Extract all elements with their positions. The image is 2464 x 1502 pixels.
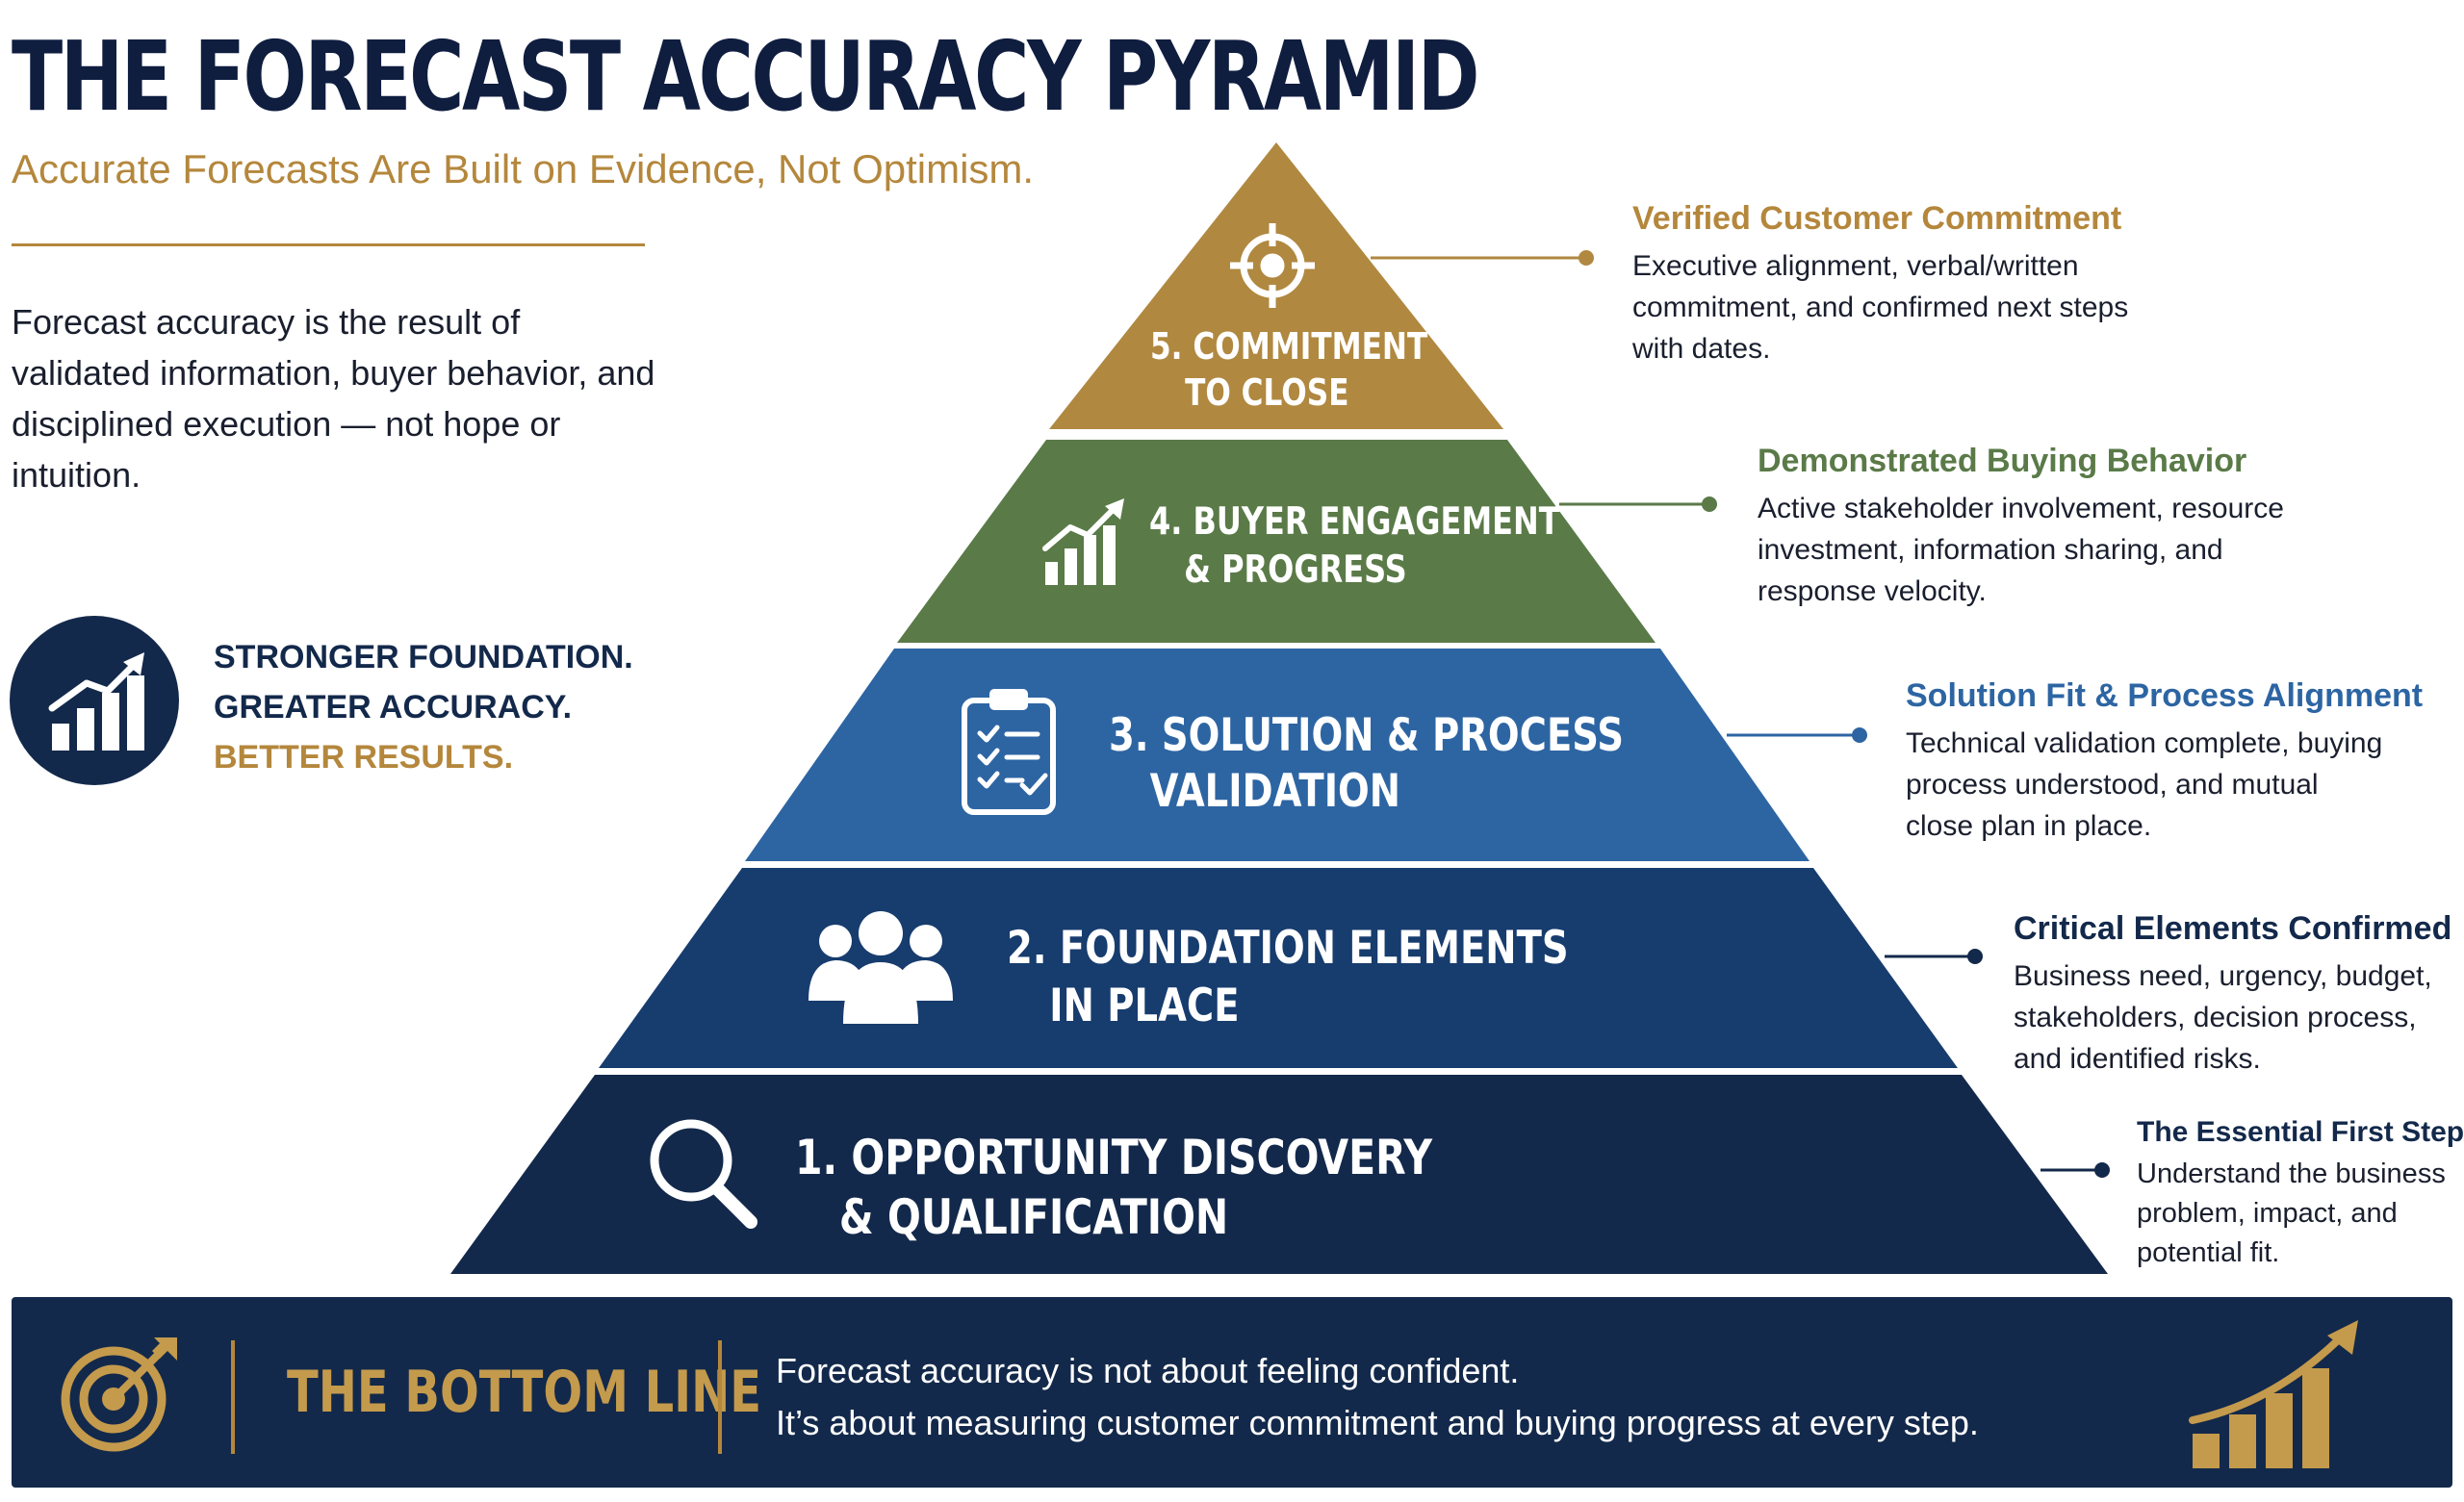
callout-title: Verified Customer Commitment: [1632, 200, 2122, 237]
bottom-line-message: Forecast accuracy is not about feeling c…: [776, 1351, 1979, 1442]
callout-description: Active stakeholder involvement, resource…: [1758, 493, 2284, 607]
pyramid-diagram: [450, 142, 2110, 1274]
level-2-label: 2. FOUNDATION ELEMENTS IN PLACE: [1007, 922, 1569, 1032]
banner-divider-left: [231, 1340, 235, 1454]
pyramid-level-4: [897, 440, 1656, 643]
connector-level-2: [1885, 949, 1983, 964]
pyramid-level-1: [450, 1075, 2108, 1274]
callout-description: Understand the business problem, impact,…: [2137, 1158, 2446, 1268]
growth-badge: [10, 616, 179, 785]
tagline-line-3: BETTER RESULTS.: [214, 739, 514, 776]
pyramid-level-2: [599, 868, 1958, 1068]
connector-level-3: [1727, 727, 1867, 743]
clipboard-checklist-icon: [962, 689, 1056, 815]
level-1-label: 1. OPPORTUNITY DISCOVERY & QUALIFICATION: [795, 1130, 1433, 1245]
people-group-icon: [808, 911, 953, 1024]
level-4-label: 4. BUYER ENGAGEMENT & PROGRESS: [1149, 500, 1560, 592]
callout-description: Technical validation complete, buying pr…: [1906, 727, 2383, 842]
bottom-line-title: THE BOTTOM LINE: [287, 1359, 762, 1426]
callout-description: Executive alignment, verbal/written comm…: [1632, 250, 2129, 365]
callout-title: Critical Elements Confirmed: [2014, 910, 2452, 947]
tagline-line-1: STRONGER FOUNDATION.: [214, 639, 633, 675]
gold-divider: [12, 243, 645, 246]
target-crosshair-icon: [1230, 223, 1315, 308]
tagline-line-2: GREATER ACCURACY.: [214, 689, 573, 726]
banner-divider-right: [718, 1340, 722, 1454]
connector-level-4: [1559, 496, 1717, 512]
page-title: THE FORECAST ACCURACY PYRAMID: [12, 20, 1479, 133]
bar-growth-icon: [48, 652, 144, 751]
connector-level-1: [2040, 1162, 2110, 1178]
connector-level-5: [1371, 250, 1594, 266]
callout-level-2: Critical Elements Confirmed Business nee…: [2014, 910, 2451, 1080]
callout-level-3: Solution Fit & Process Alignment Technic…: [1906, 677, 2423, 847]
dart-target-icon: [61, 1337, 177, 1452]
callout-title: Demonstrated Buying Behavior: [1758, 443, 2247, 479]
intro-text: Forecast accuracy is the result of valid…: [12, 302, 655, 495]
callout-level-1: The Essential First Step Understand the …: [2137, 1116, 2464, 1273]
callout-title: Solution Fit & Process Alignment: [1906, 677, 2424, 714]
level-3-label: 3. SOLUTION & PROCESS VALIDATION: [1109, 709, 1625, 818]
page-subtitle: Accurate Forecasts Are Built on Evidence…: [12, 146, 1035, 191]
callout-description: Business need, urgency, budget, stakehol…: [2014, 960, 2432, 1075]
level-5-label: 5. COMMITMENT TO CLOSE: [1150, 325, 1428, 414]
magnifier-icon: [650, 1119, 757, 1229]
growth-chart-icon: [1042, 498, 1124, 585]
pyramid-level-5: [1049, 142, 1503, 429]
gold-growth-chart-icon: [2189, 1320, 2358, 1468]
callout-title: The Essential First Step: [2137, 1116, 2464, 1148]
callout-level-4: Demonstrated Buying Behavior Active stak…: [1758, 443, 2284, 612]
callout-level-5: Verified Customer Commitment Executive a…: [1632, 200, 2128, 369]
bottom-line-banner: [12, 1297, 2452, 1488]
